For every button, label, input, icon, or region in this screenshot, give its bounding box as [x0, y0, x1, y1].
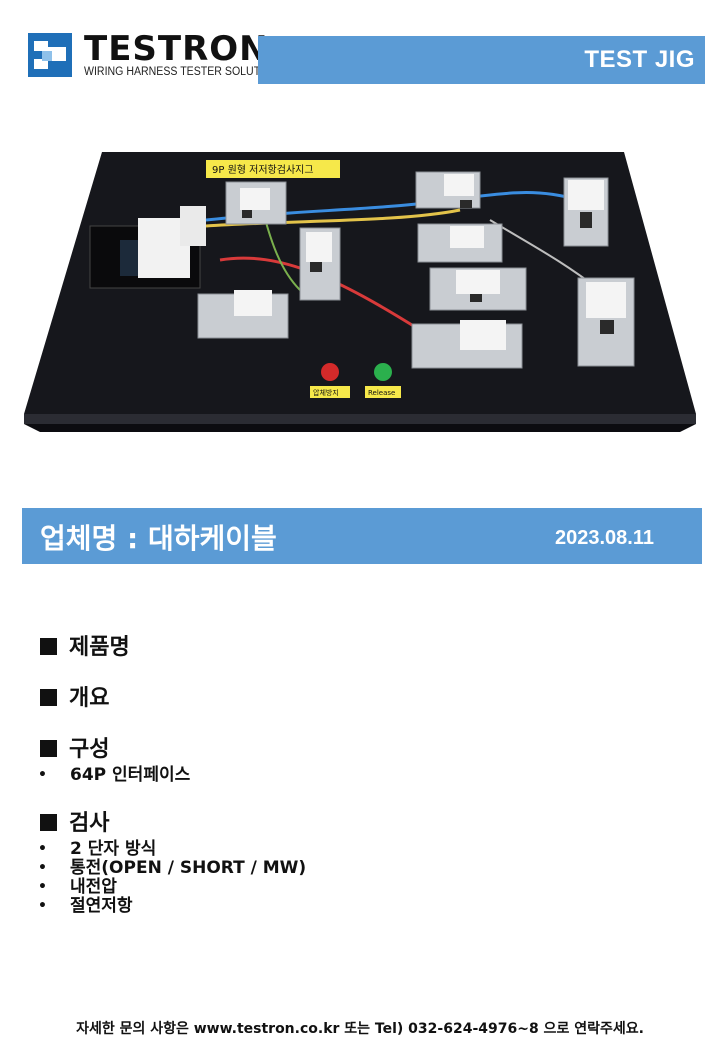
title-banner: TEST JIG — [258, 36, 705, 84]
list-item: 내전압 — [38, 878, 306, 898]
testron-logo-icon — [28, 33, 72, 77]
jig-label: 9P 원형 저저항검사지그 — [212, 164, 314, 176]
inspection-list: 2 단자 방식 통전(OPEN / SHORT / MW) 내전압 절연저항 — [38, 840, 306, 917]
section-inspection: 검사 — [40, 810, 109, 838]
square-bullet-icon — [40, 814, 57, 831]
section-composition: 구성 — [40, 736, 109, 764]
company-banner: 업체명 : 대하케이블 2023.08.11 — [22, 508, 702, 564]
composition-list: 64P 인터페이스 — [38, 766, 190, 786]
list-item: 2 단자 방식 — [38, 840, 306, 860]
release-button-label: Release — [368, 389, 395, 397]
document-date: 2023.08.11 — [555, 527, 654, 549]
list-item: 통전(OPEN / SHORT / MW) — [38, 859, 306, 879]
test-jig-photo: 9P 원형 저저항검사지그 압체방지 Rel — [24, 152, 696, 432]
contact-footer: 자세한 문의 사항은 www.testron.co.kr 또는 Tel) 032… — [76, 1021, 644, 1037]
section-title: 제품명 — [69, 635, 130, 660]
company-logo: TESTRON WIRING HARNESS TESTER SOLUTIONS — [28, 30, 286, 82]
square-bullet-icon — [40, 638, 57, 655]
brand-name: TESTRON — [84, 29, 269, 69]
section-title: 구성 — [69, 737, 110, 762]
banner-title: TEST JIG — [584, 46, 695, 73]
company-name: 업체명 : 대하케이블 — [40, 522, 277, 555]
section-title: 개요 — [69, 686, 110, 711]
section-title: 검사 — [69, 811, 110, 836]
section-product-name: 제품명 — [40, 634, 130, 662]
list-item: 절연저항 — [38, 897, 306, 917]
stop-button-label: 압체방지 — [313, 388, 339, 397]
brand-tagline: WIRING HARNESS TESTER SOLUTIONS — [84, 66, 287, 78]
section-overview: 개요 — [40, 685, 109, 713]
square-bullet-icon — [40, 689, 57, 706]
square-bullet-icon — [40, 740, 57, 757]
list-item: 64P 인터페이스 — [38, 766, 190, 786]
